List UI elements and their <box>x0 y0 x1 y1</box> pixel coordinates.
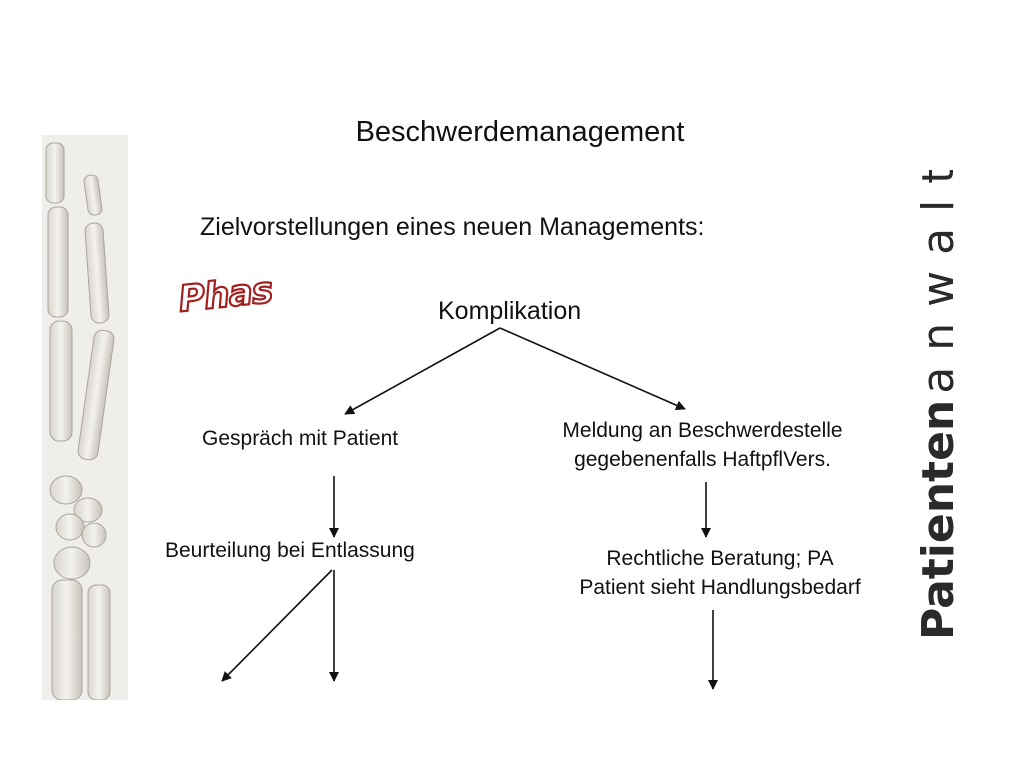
node-beurteilung: Beurteilung bei Entlassung <box>165 539 415 562</box>
slide-title: Beschwerdemanagement <box>355 116 685 148</box>
xray-hand-image <box>42 135 128 700</box>
slide-subtitle: Zielvorstellungen eines neuen Management… <box>200 213 705 241</box>
node-komplikation: Komplikation <box>438 297 582 325</box>
node-meldung-line2: gegebenenfalls HaftpflVers. <box>574 448 831 471</box>
svg-text:Phase II: Phase II <box>177 264 272 321</box>
phase-stamp: Phase II <box>176 262 272 321</box>
arrow-root-to-meldung <box>499 327 686 410</box>
arrow-beurteilung-left <box>221 569 333 682</box>
node-rechtlich-line1: Rechtliche Beratung; PA <box>606 547 834 570</box>
node-rechtlich: Rechtliche Beratung; PA Patient sieht Ha… <box>540 544 900 602</box>
node-meldung: Meldung an Beschwerdestelle gegebenenfal… <box>520 416 885 474</box>
patientenanwalt-logo: Patientenanwalt <box>913 170 964 640</box>
arrow-root-to-gespraech <box>344 327 501 415</box>
svg-text:Patientenanwalt: Patientenanwalt <box>913 170 964 640</box>
node-meldung-line1: Meldung an Beschwerdestelle <box>562 419 843 442</box>
node-rechtlich-line2: Patient sieht Handlungsbedarf <box>579 576 861 599</box>
node-gespraech: Gespräch mit Patient <box>202 427 399 450</box>
